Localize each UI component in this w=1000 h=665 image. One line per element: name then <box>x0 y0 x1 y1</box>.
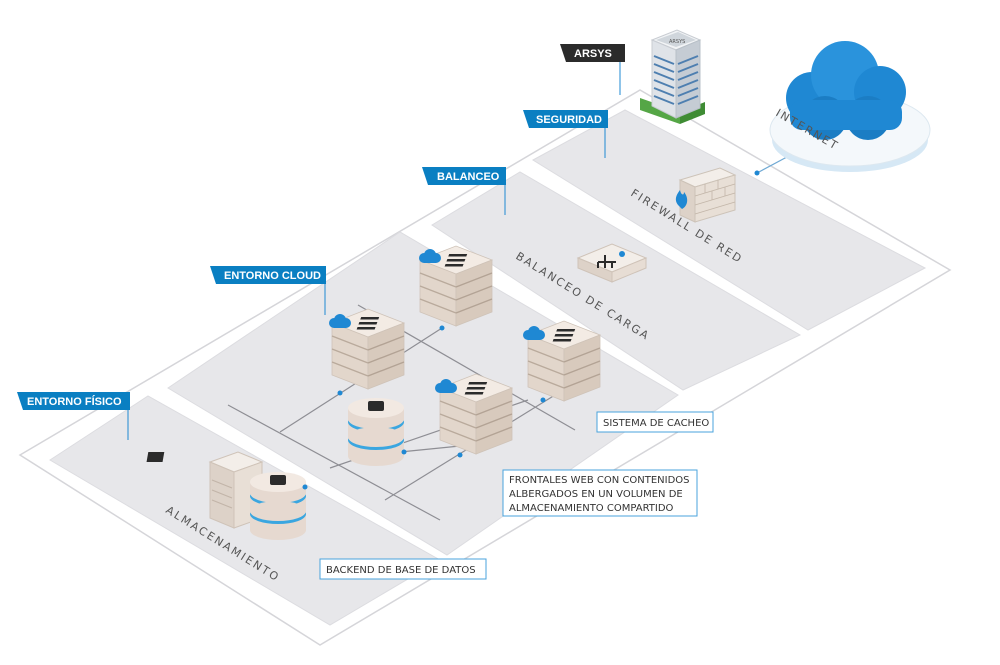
svg-text:ENTORNO FÍSICO: ENTORNO FÍSICO <box>27 395 122 408</box>
tag-entorno-fisico: ENTORNO FÍSICO <box>17 392 130 410</box>
callout-frontales: FRONTALES WEB CON CONTENIDOS ALBERGADOS … <box>502 469 698 517</box>
callout-backend: BACKEND DE BASE DE DATOS <box>319 558 487 580</box>
connector-dot <box>439 325 445 331</box>
cloud-server-1 <box>419 245 493 327</box>
svg-text:SISTEMA DE CACHEO: SISTEMA DE CACHEO <box>603 418 709 429</box>
connector-dot <box>540 397 546 403</box>
building-sign: ARSYS <box>669 39 685 45</box>
callout-cacheo: SISTEMA DE CACHEO <box>596 411 714 433</box>
tag-entorno-cloud: ENTORNO CLOUD <box>210 266 326 284</box>
cloud-server-4 <box>435 373 513 455</box>
tag-pointers <box>127 62 621 440</box>
building-icon: ARSYS <box>640 29 705 124</box>
cache-database-icon <box>348 398 404 466</box>
connector-dot <box>457 452 463 458</box>
cloud-icon <box>786 41 906 140</box>
tag-arsys: ARSYS <box>560 44 625 62</box>
connector-dot <box>302 484 308 490</box>
svg-text:FRONTALES WEB CON CONTENIDOS: FRONTALES WEB CON CONTENIDOS <box>509 475 690 486</box>
connector-dot <box>401 449 407 455</box>
internet-disc: INTERNET <box>769 41 931 172</box>
svg-text:ARSYS: ARSYS <box>574 48 612 60</box>
svg-text:ALBERGADOS EN UN VOLUMEN DE: ALBERGADOS EN UN VOLUMEN DE <box>509 489 683 500</box>
tag-seguridad: SEGURIDAD <box>523 110 608 128</box>
cloud-server-2 <box>329 308 405 390</box>
svg-text:ENTORNO CLOUD: ENTORNO CLOUD <box>224 270 321 282</box>
cloud-server-3 <box>523 320 601 402</box>
firewall-icon <box>675 167 737 223</box>
storage-database-icon <box>250 472 306 540</box>
load-balancer-icon <box>576 243 648 283</box>
svg-text:BALANCEO: BALANCEO <box>437 171 500 183</box>
svg-text:SEGURIDAD: SEGURIDAD <box>536 114 602 126</box>
svg-text:BACKEND DE BASE DE DATOS: BACKEND DE BASE DE DATOS <box>326 565 476 576</box>
connector-dot <box>337 390 343 396</box>
tag-balanceo: BALANCEO <box>422 167 506 185</box>
svg-text:ALMACENAMIENTO COMPARTIDO: ALMACENAMIENTO COMPARTIDO <box>509 503 674 514</box>
connector-dot <box>754 170 760 176</box>
fire-icon <box>675 190 688 209</box>
